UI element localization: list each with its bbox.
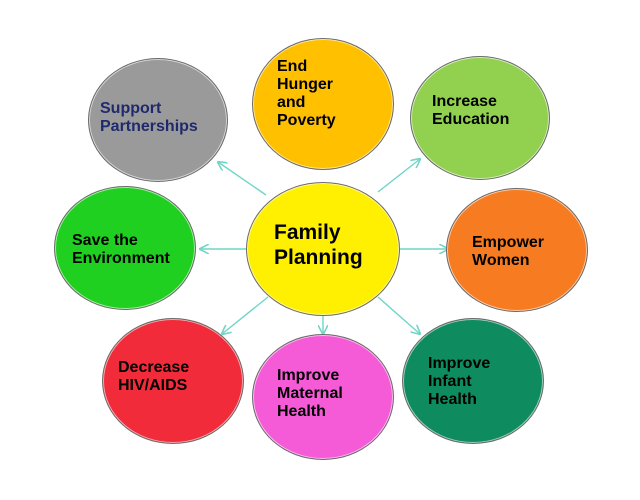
node-support-partnerships [88,58,228,182]
label-improve-infant-health: Improve Infant Health [428,355,491,408]
node-end-hunger [252,38,394,170]
node-increase-education [410,56,550,180]
label-improve-maternal-health: Improve Maternal Health [277,367,343,420]
label-save-environment: Save the Environment [72,232,170,267]
center-node-family-planning [246,182,400,316]
node-save-environment [54,186,196,310]
arrow-to-increase-education [377,159,420,193]
node-empower-women [446,188,588,312]
node-improve-infant-health [402,318,544,444]
label-support-partnerships: Support Partnerships [100,100,198,135]
label-increase-education: Increase Education [432,93,510,128]
node-improve-maternal-health [252,334,394,460]
label-end-hunger: End Hunger and Poverty [277,58,336,129]
arrow-to-improve-infant-health [377,296,420,334]
arrow-to-support-partnerships [218,162,267,196]
center-label: Family Planning [274,221,363,269]
node-decrease-hiv-aids [102,318,244,444]
arrow-to-decrease-hiv-aids [222,296,269,334]
label-decrease-hiv-aids: Decrease HIV/AIDS [118,359,190,394]
label-empower-women: Empower Women [472,234,545,269]
